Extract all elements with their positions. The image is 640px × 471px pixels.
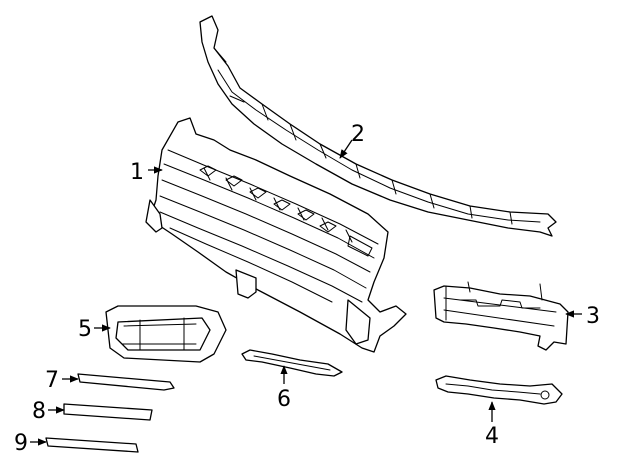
part-6-molding-strip [241, 349, 343, 377]
leader-2 [339, 139, 353, 159]
part-7-trim-strip [77, 373, 175, 391]
part-4-lower-trim [435, 375, 563, 405]
callout-6: 6 [277, 387, 291, 412]
part-9-trim-strip [45, 437, 139, 453]
callout-5: 5 [78, 317, 92, 342]
part-5-lamp-bezel [105, 305, 227, 363]
callout-1: 1 [130, 160, 144, 185]
callout-8: 8 [32, 399, 46, 424]
callout-7: 7 [45, 368, 59, 393]
part-1-grille [145, 117, 407, 353]
callout-4: 4 [485, 424, 499, 449]
callout-9: 9 [14, 431, 28, 456]
part-3-duct-bracket [433, 281, 569, 351]
callout-2: 2 [351, 122, 365, 147]
part-2-upper-absorber [199, 15, 557, 237]
part-8-trim-strip [63, 403, 153, 421]
callout-3: 3 [586, 304, 600, 329]
